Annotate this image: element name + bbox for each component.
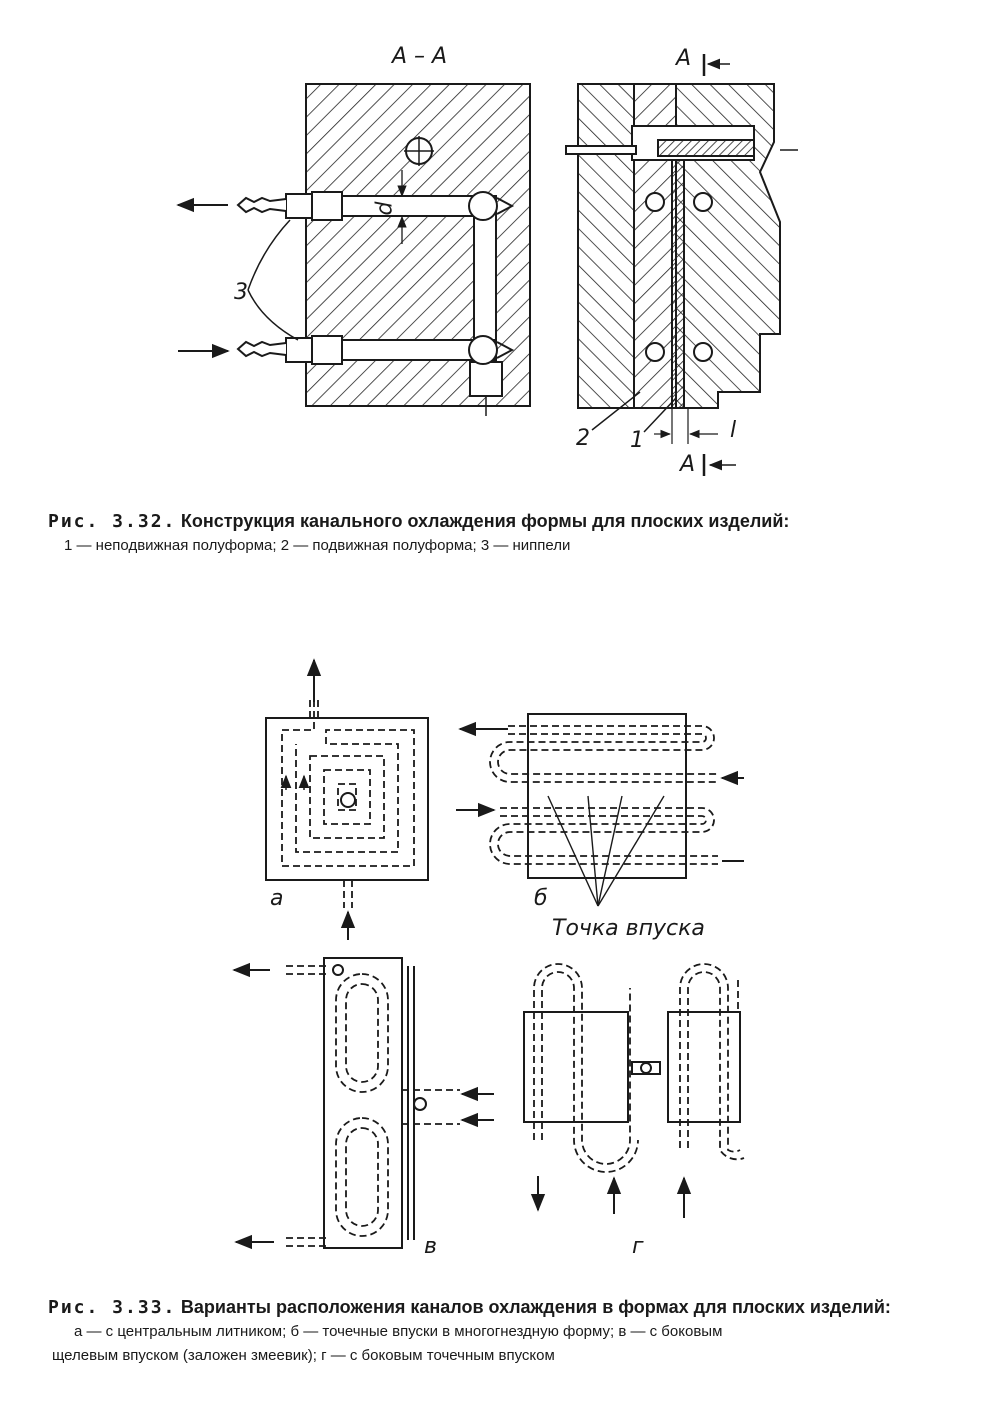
gate-points-label: Точка впуска [552,916,705,941]
dimension-d: d [372,201,398,216]
fig333-legend-line1: а — с центральным литником; б — точечные… [74,1323,723,1340]
fig332-caption: Рис. 3.32. Конструкция канального охлажд… [48,510,789,533]
fig333-caption: Рис. 3.33. Варианты расположения каналов… [48,1296,891,1319]
section-mark-top: А [676,46,692,71]
fig332-caption-title: Конструкция канального охлаждения формы … [180,511,790,531]
callout-moving-half: 2 [576,426,590,451]
fig332-caption-number: Рис. 3.32. [48,511,177,532]
callout-fixed-half: 1 [630,428,644,453]
fig332-side-view [565,54,798,476]
section-mark-bottom: А [680,452,696,477]
fig333-variant-b [456,713,744,907]
fig333-variant-a [265,658,429,940]
variant-g-label: г [632,1234,644,1259]
fig333-legend-line2: щелевым впуском (заложен змеевик); г — с… [52,1347,555,1364]
variant-a-label: а [270,886,284,911]
section-label-aa: А – А [392,44,448,69]
fig333-variant-v [232,957,494,1250]
fig333-caption-title: Варианты расположения каналов охлаждения… [180,1297,891,1317]
fig332-legend: 1 — неподвижная полуформа; 2 — подвижная… [64,537,571,554]
fig332-section-view [176,83,531,416]
callout-nipples: 3 [234,280,248,305]
fig333-variant-g [523,963,745,1218]
variant-v-label: в [424,1234,437,1259]
fig333-caption-number: Рис. 3.33. [48,1297,177,1318]
dimension-l: l [730,418,737,443]
variant-b-label: б [534,886,548,911]
